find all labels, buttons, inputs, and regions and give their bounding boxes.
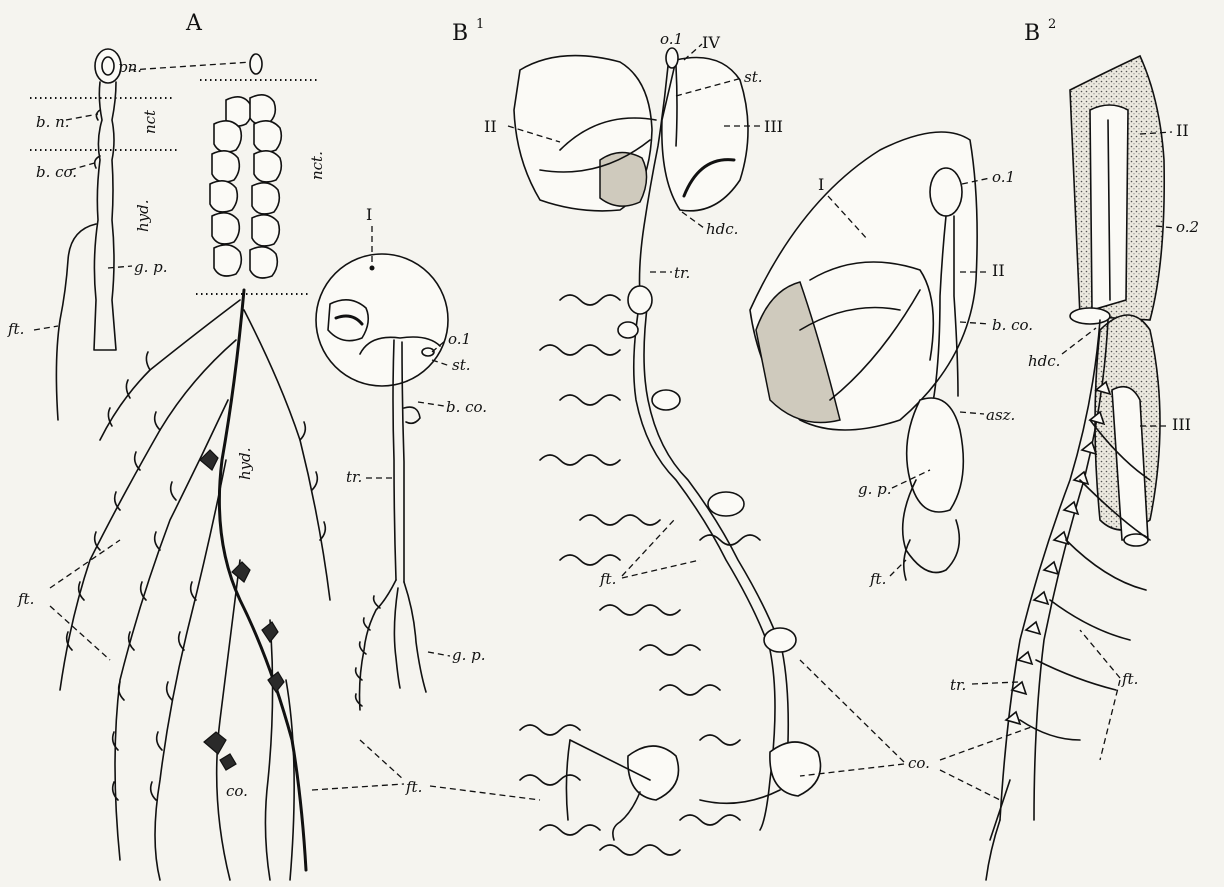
panel-b1-superscript: 1 bbox=[476, 17, 484, 32]
label-iii-top: III bbox=[764, 117, 783, 136]
label-bco-small: b. co. bbox=[36, 163, 77, 181]
label-hyd-small: hyd. bbox=[134, 199, 152, 232]
label-o2-b2: o.2 bbox=[1176, 218, 1199, 236]
label-co-group: co. bbox=[800, 660, 1034, 800]
label-hdc-b2: hdc. bbox=[1028, 352, 1060, 370]
small-tentacle bbox=[56, 224, 96, 420]
label-hdc-top: hdc. bbox=[706, 220, 738, 238]
label-st-b1: st. bbox=[452, 356, 471, 374]
label-ii-top: II bbox=[484, 117, 497, 136]
label-tr-b1: tr. bbox=[346, 468, 362, 486]
label-o1-b1: o.1 bbox=[448, 330, 471, 348]
nectophore-i bbox=[316, 254, 448, 386]
label-gp-small: g. p. bbox=[134, 258, 168, 276]
nectophores bbox=[210, 95, 281, 278]
label-tr-mid: tr. bbox=[674, 264, 690, 282]
label-ii-mid: II bbox=[992, 261, 1005, 280]
label-iii-b2: III bbox=[1172, 415, 1191, 434]
label-iv: IV bbox=[702, 33, 720, 52]
cormidium-bells bbox=[566, 740, 820, 840]
label-ft-bottom: ft. bbox=[405, 778, 422, 796]
label-ft-a: ft. bbox=[17, 590, 34, 608]
label-nct-small: nct bbox=[141, 109, 159, 134]
small-colony: pn. b. n. b. co. nct hyd. g. p. ft. bbox=[7, 49, 178, 420]
colony-b1-small: I o.1 st. b. co. tr. g. p. bbox=[316, 205, 487, 710]
large-pneumatophore bbox=[250, 54, 262, 74]
label-gp-mid: g. p. bbox=[858, 480, 892, 498]
panel-a: A pn. b. n. b. co. nct hyd. g. p. ft. bbox=[7, 11, 330, 880]
label-co-a: co. bbox=[226, 782, 248, 800]
label-st-top: st. bbox=[744, 68, 763, 86]
label-co: co. bbox=[908, 754, 930, 772]
panel-b2-superscript: 2 bbox=[1048, 17, 1056, 32]
panel-a-title: A bbox=[185, 11, 203, 36]
label-i-b1: I bbox=[366, 205, 372, 224]
label-bn: b. n. bbox=[36, 113, 70, 131]
label-ft-b2: ft. bbox=[1121, 670, 1138, 688]
label-o1-mid: o.1 bbox=[992, 168, 1015, 186]
panel-b2-title: B bbox=[1024, 21, 1040, 46]
panel-b1-title: B bbox=[452, 21, 468, 46]
label-tr-b2: tr. bbox=[950, 676, 966, 694]
label-ft-mid: ft. bbox=[599, 570, 616, 588]
label-ft-mid2: ft. bbox=[869, 570, 886, 588]
label-hyd-large: hyd. bbox=[236, 447, 254, 480]
colony-b1-right: I o.1 II b. co. asz. g. p. ft. bbox=[750, 132, 1033, 588]
small-stem bbox=[94, 82, 116, 350]
label-pn: pn. bbox=[118, 58, 142, 76]
label-ft-small: ft. bbox=[7, 320, 24, 338]
label-i-mid: I bbox=[818, 175, 824, 194]
label-asz: asz. bbox=[986, 406, 1015, 424]
pneumatophore-mid bbox=[930, 168, 962, 216]
label-nct-large: nct. bbox=[308, 151, 326, 180]
colony-b1-large: o.1 IV st. II III hdc. tr. ft. ft. bbox=[312, 30, 821, 855]
panel-b2: B 2 II o.2 hdc. III tr. ft. bbox=[950, 17, 1199, 880]
panel-b1: B 1 I o.1 st. b. co. bbox=[312, 17, 1033, 855]
label-o1-top: o.1 bbox=[660, 30, 683, 48]
label-bco-mid: b. co. bbox=[992, 316, 1033, 334]
label-ii-b2: II bbox=[1176, 121, 1189, 140]
label-bco-b1: b. co. bbox=[446, 398, 487, 416]
label-gp-b1: g. p. bbox=[452, 646, 486, 664]
